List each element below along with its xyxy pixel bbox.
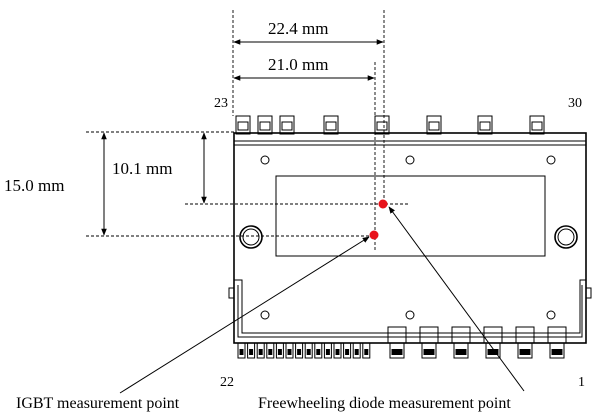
- bottom-pin: [517, 342, 533, 359]
- fwd-caption: Freewheeling diode measurement point: [258, 395, 511, 412]
- bottom-pin: [421, 342, 437, 359]
- module-body: [228, 132, 592, 344]
- bottom-pin: [549, 342, 565, 359]
- igbt-leader-line: [119, 236, 370, 394]
- dim-label-10-1: 10.1 mm: [112, 159, 172, 178]
- small-hole: [405, 155, 415, 165]
- bottom-pin: [247, 342, 256, 359]
- small-hole: [546, 310, 556, 320]
- top-pin: [257, 115, 273, 135]
- small-hole: [260, 155, 270, 165]
- bottom-pin: [389, 342, 405, 359]
- bottom-pin: [256, 342, 265, 359]
- igbt-measurement-point: [369, 230, 379, 240]
- bottom-pin: [295, 342, 304, 359]
- small-hole: [260, 310, 270, 320]
- bottom-pin: [266, 342, 275, 359]
- mount-hole-left: [239, 225, 263, 249]
- bottom-pin: [343, 342, 352, 359]
- igbt-caption: IGBT measurement point: [16, 395, 180, 412]
- bottom-pin: [285, 342, 294, 359]
- bottom-pin: [304, 342, 313, 359]
- bottom-pin: [485, 342, 501, 359]
- top-pin: [374, 115, 390, 135]
- pin-label-30: 30: [568, 96, 582, 111]
- bottom-pin: [275, 342, 284, 359]
- mount-hole-right: [554, 225, 578, 249]
- top-pins: [235, 115, 545, 135]
- top-pin: [235, 115, 251, 135]
- pin-label-22: 22: [220, 375, 234, 390]
- top-pin: [426, 115, 442, 135]
- dimension-lines: [86, 10, 410, 252]
- pin-label-1: 1: [578, 375, 585, 390]
- bottom-pin: [362, 342, 371, 359]
- bottom-pin: [323, 342, 332, 359]
- bottom-pin: [333, 342, 342, 359]
- bottom-pins: [237, 326, 567, 359]
- fwd-measurement-point: [378, 199, 388, 209]
- small-hole: [546, 155, 556, 165]
- top-pin: [477, 115, 493, 135]
- fwd-leader-line: [388, 206, 525, 392]
- bottom-pin: [237, 342, 246, 359]
- dim-label-15-0: 15.0 mm: [4, 176, 64, 195]
- dim-label-22-4: 22.4 mm: [268, 19, 328, 38]
- chip-window: [275, 175, 546, 257]
- small-hole: [405, 310, 415, 320]
- pin-label-23: 23: [214, 96, 228, 111]
- top-pin: [279, 115, 295, 135]
- dim-label-21-0: 21.0 mm: [268, 55, 328, 74]
- top-pin: [323, 115, 339, 135]
- top-pin: [529, 115, 545, 135]
- bottom-pin: [352, 342, 361, 359]
- bottom-pin: [453, 342, 469, 359]
- bottom-pin: [314, 342, 323, 359]
